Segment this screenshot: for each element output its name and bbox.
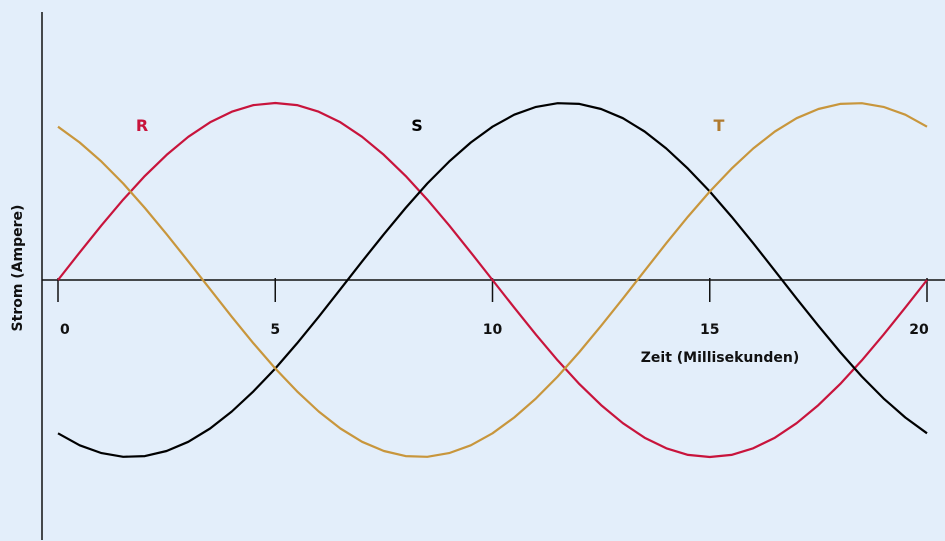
series-labels: R S T — [136, 116, 725, 135]
series-line-s — [57, 102, 928, 458]
x-tick-label-10: 10 — [483, 322, 503, 338]
series-label-r: R — [136, 116, 148, 135]
x-tick-label-0: 0 — [60, 322, 70, 338]
y-axis-title: Strom (Ampere) — [10, 205, 26, 332]
series-label-s: S — [411, 116, 423, 135]
series-lines — [57, 101, 928, 459]
series-line-r — [57, 101, 928, 459]
x-ticks: 0 5 10 15 20 — [57, 278, 929, 338]
x-tick-label-20: 20 — [909, 322, 929, 338]
x-tick-label-5: 5 — [270, 322, 280, 338]
x-axis-title: Zeit (Millisekunden) — [641, 350, 800, 366]
series-line-t — [57, 102, 928, 458]
series-label-t: T — [714, 116, 725, 135]
x-tick-label-15: 15 — [700, 322, 719, 338]
